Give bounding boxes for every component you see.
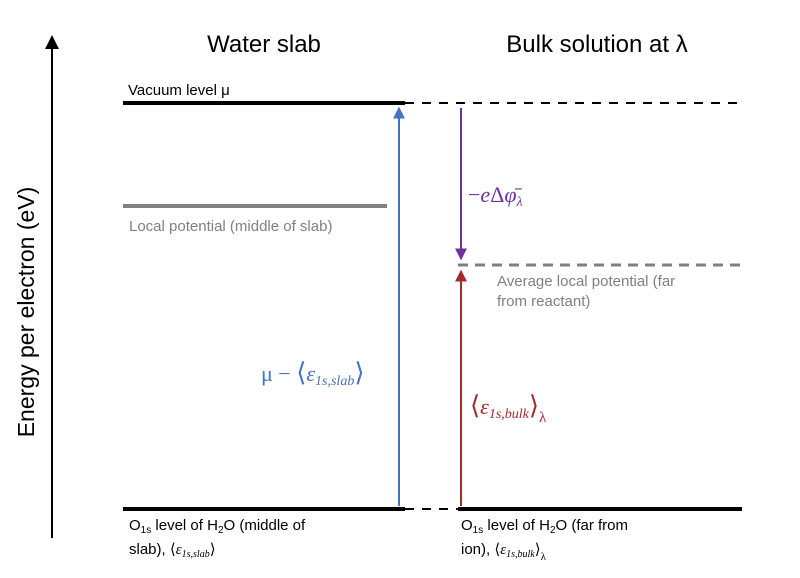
header-bulk-solution: Bulk solution at λ xyxy=(506,31,687,58)
y-axis-label: Energy per electron (eV) xyxy=(13,187,39,438)
o1s-slab-label-line1: O1s level of H2O (middle of xyxy=(129,517,306,536)
header-water-slab: Water slab xyxy=(207,31,321,58)
o1s-bulk-label-line1: O1s level of H2O (far from xyxy=(461,517,628,536)
average-local-potential-label-1: Average local potential (far xyxy=(497,273,675,290)
o1s-slab-label-line2: slab), ⟨ε1s,slab⟩ xyxy=(129,541,216,560)
local-potential-label: Local potential (middle of slab) xyxy=(129,218,332,235)
o1s-bulk-label-line2: ion), ⟨ε1s,bulk⟩λ xyxy=(461,541,547,563)
red-arrow-label: ⟨ε1s,bulk⟩λ xyxy=(470,391,547,426)
average-local-potential-label-2: from reactant) xyxy=(497,293,590,310)
purple-arrow-label: −eΔφ̄λ xyxy=(468,182,523,210)
vacuum-level-label: Vacuum level μ xyxy=(128,82,230,99)
blue-arrow-label: μ − ⟨ε1s,slab⟩ xyxy=(261,358,364,389)
